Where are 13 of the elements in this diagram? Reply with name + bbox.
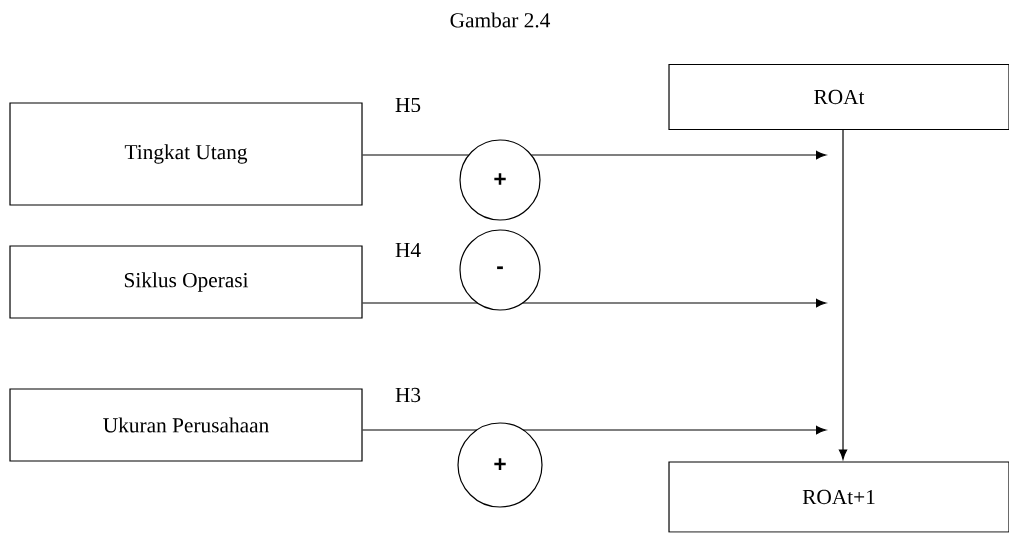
hypothesis-label: H5 xyxy=(395,97,421,113)
arrow xyxy=(522,298,827,308)
arrow xyxy=(530,150,827,160)
hypothesis-label: H4 xyxy=(395,243,421,258)
arrow xyxy=(522,425,827,435)
hypothesis-label: H3 xyxy=(395,387,421,403)
arrow xyxy=(838,129,848,460)
process-box: ROAt+1 xyxy=(668,461,1009,533)
process-box: Ukuran Perusahaan xyxy=(9,388,363,462)
process-box: Siklus Operasi xyxy=(9,245,363,319)
figure-title: Gambar 2.4 xyxy=(450,12,551,28)
process-box: ROAt xyxy=(668,63,1009,131)
process-box: Tingkat Utang xyxy=(9,102,363,206)
